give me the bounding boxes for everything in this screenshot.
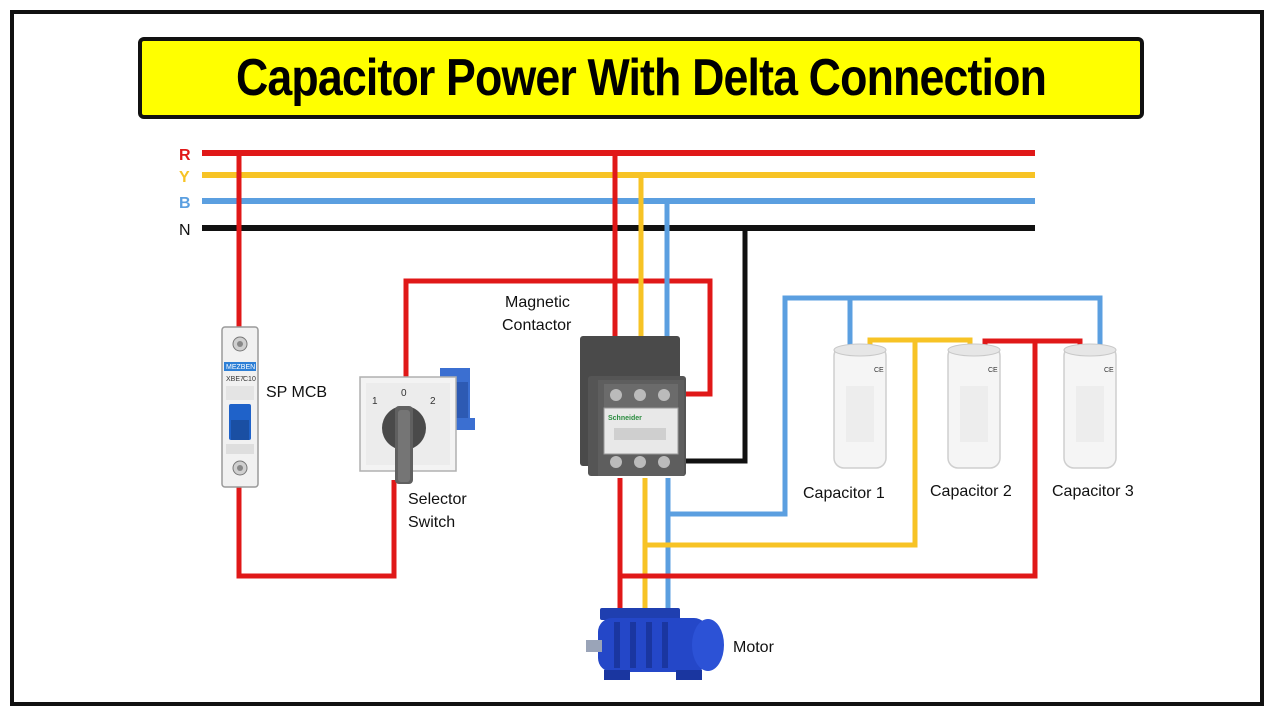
load-wiring xyxy=(617,295,1103,612)
selector-pos-2: 2 xyxy=(430,396,436,407)
selector-label-line1: Selector xyxy=(408,491,467,508)
bus-label-y: Y xyxy=(179,169,190,186)
capacitor-1-label: Capacitor 1 xyxy=(803,485,885,502)
capacitor-1-mark: CE xyxy=(874,367,884,374)
diagram-frame xyxy=(10,10,1264,706)
selector-pos-1: 1 xyxy=(372,396,378,407)
wire-b-to-capacitors xyxy=(668,295,1103,517)
mcb-label: SP MCB xyxy=(266,384,327,401)
bus-label-r: R xyxy=(179,147,191,164)
wire-mcb-to-selector xyxy=(236,480,397,579)
contactor-label-line1: Magnetic xyxy=(505,294,570,311)
capacitor-3: CE xyxy=(1063,343,1117,469)
capacitor-2-mark: CE xyxy=(988,367,998,374)
bus-label-n: N xyxy=(179,222,191,239)
motor-label: Motor xyxy=(733,639,775,656)
motor xyxy=(586,608,724,680)
capacitor-3-label: Capacitor 3 xyxy=(1052,483,1134,500)
wire-selector-to-coil xyxy=(403,278,713,397)
mcb-model: XBE7 xyxy=(226,376,244,383)
capacitor-2-label: Capacitor 2 xyxy=(930,483,1012,500)
capacitor-2: CE xyxy=(947,343,1001,469)
bus-label-b: B xyxy=(179,195,191,212)
title-banner: Capacitor Power With Delta Connection xyxy=(138,37,1144,119)
magnetic-contactor: Schneider xyxy=(580,336,686,476)
contactor-label-line2: Contactor xyxy=(502,317,572,334)
control-wiring xyxy=(236,153,748,579)
contactor-brand: Schneider xyxy=(608,415,642,422)
selector-pos-0: 0 xyxy=(401,388,407,399)
mcb-brand: MEZBEN xyxy=(226,364,255,371)
wire-neutral-to-coil xyxy=(683,228,748,464)
selector-switch: 0 1 2 xyxy=(359,368,475,484)
selector-label-line2: Switch xyxy=(408,514,455,531)
sp-mcb: MEZBEN XBE7 C10 xyxy=(221,326,259,488)
mcb-rating: C10 xyxy=(243,376,256,383)
page-title: Capacitor Power With Delta Connection xyxy=(235,49,1047,107)
capacitor-1: CE xyxy=(833,343,887,469)
bus-bars xyxy=(202,150,1035,231)
capacitor-3-mark: CE xyxy=(1104,367,1114,374)
